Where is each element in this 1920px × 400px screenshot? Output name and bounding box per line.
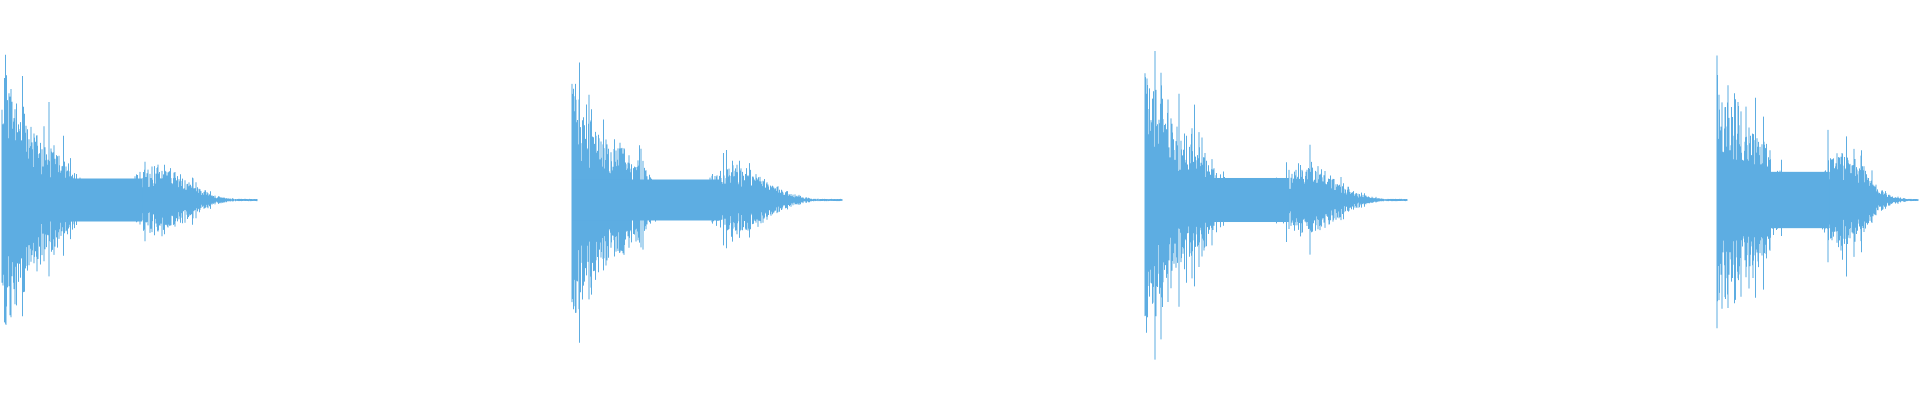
- waveform-clip-3-core: [1145, 177, 1290, 223]
- waveform-clip-4-core: [1717, 171, 1830, 229]
- waveform-clip-3: [1144, 51, 1408, 360]
- waveform-clip-2-core: [572, 179, 721, 221]
- waveform-clip-1-core: [2, 178, 143, 222]
- waveform-clip-4: [1716, 55, 1919, 329]
- waveform-clip-2: [571, 62, 843, 343]
- waveform-clip-1: [1, 54, 258, 325]
